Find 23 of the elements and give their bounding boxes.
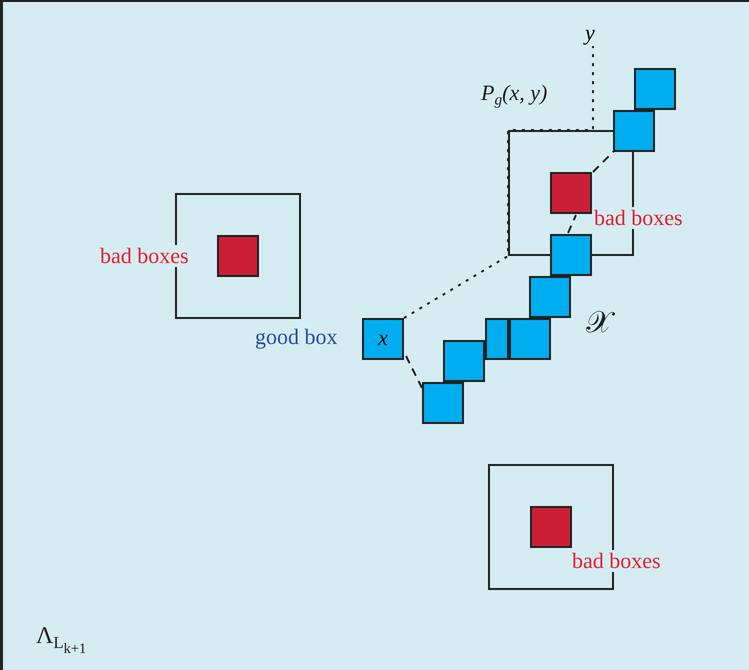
cell-square: [509, 318, 551, 360]
point-label: y: [585, 20, 601, 44]
box-caption: bad boxes: [594, 207, 683, 229]
point-label: x: [376, 327, 389, 349]
cell-square: [443, 340, 485, 382]
edge-label: P$_{g}$(x, y): [481, 82, 548, 108]
cell-square: [550, 234, 592, 276]
cell-square: [613, 110, 655, 152]
box-caption: bad boxes: [100, 245, 189, 267]
dashed-line: [403, 46, 594, 319]
bad-box: [530, 506, 572, 548]
box-caption: bad boxes: [572, 550, 661, 572]
box-caption: good box: [255, 326, 338, 348]
bad-box: [550, 172, 592, 214]
cell-square: [422, 382, 464, 424]
cell-square: [634, 68, 676, 110]
dashed-line: [592, 150, 615, 173]
dashed-line: [567, 214, 577, 234]
cell-square: [485, 318, 509, 360]
good-box: [362, 318, 404, 360]
cell-square: [529, 276, 571, 318]
bad-box: [217, 235, 259, 277]
dashed-line: [405, 356, 423, 388]
